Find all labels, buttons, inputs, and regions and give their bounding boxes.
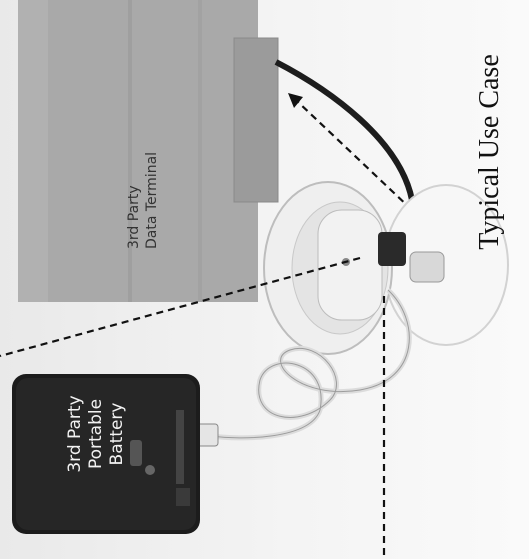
terminal-label: 3rd Party Data Terminal: [125, 69, 167, 249]
battery-label-line3: Battery: [107, 369, 128, 499]
battery-label: 3rd Party Portable Battery: [65, 369, 149, 499]
terminal-connector: [234, 38, 278, 202]
battery-label-line1: 3rd Party: [65, 369, 86, 499]
battery-label-line2: Portable: [86, 369, 107, 499]
terminal-label-line2: Data Terminal: [143, 69, 161, 249]
page-title: Typical Use Case: [470, 2, 510, 302]
terminal-label-line1: 3rd Party: [125, 69, 143, 249]
